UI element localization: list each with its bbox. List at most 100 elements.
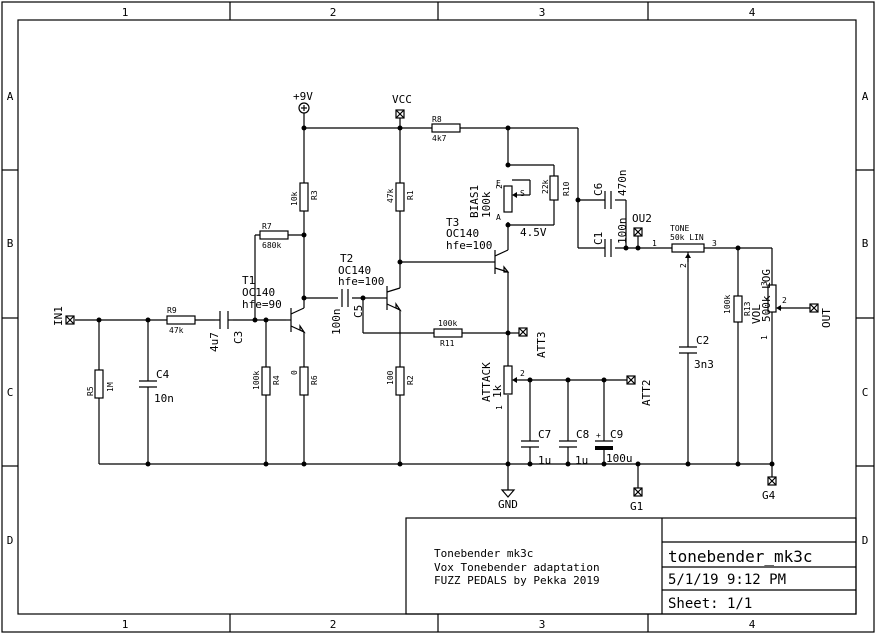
resistor-r7: R7 680k	[259, 222, 289, 250]
svg-text:4u7: 4u7	[208, 332, 221, 352]
svg-text:VCC: VCC	[392, 93, 412, 106]
svg-text:2: 2	[495, 184, 504, 189]
svg-text:10n: 10n	[154, 392, 174, 405]
svg-text:R2: R2	[406, 375, 415, 385]
svg-text:T3: T3	[446, 216, 459, 229]
svg-text:+: +	[596, 431, 601, 440]
svg-text:1: 1	[760, 335, 769, 340]
svg-text:C4: C4	[156, 368, 170, 381]
svg-text:hfe=100: hfe=100	[338, 275, 384, 288]
pad-g4: G4	[762, 476, 777, 502]
transistor-t1: T1 OC140 hfe=90	[242, 274, 306, 334]
svg-text:4.5V: 4.5V	[520, 226, 547, 239]
svg-text:3n3: 3n3	[694, 358, 714, 371]
svg-text:2: 2	[782, 296, 787, 305]
drawing-name: tonebender_mk3c	[668, 547, 813, 566]
capacitor-c3: 4u7 C3	[208, 311, 245, 352]
svg-text:R7: R7	[262, 222, 272, 231]
pot-vol: VOL 500k LOG 2 3 1	[750, 269, 787, 340]
row-label: C	[862, 386, 869, 399]
pad-ou2: OU2	[632, 212, 652, 237]
svg-text:OC140: OC140	[446, 227, 479, 240]
svg-text:4k7: 4k7	[432, 134, 447, 143]
svg-text:C9: C9	[610, 428, 623, 441]
resistor-r10: 22k R10	[541, 175, 571, 201]
title-line: Tonebender mk3c	[434, 547, 533, 560]
svg-text:R9: R9	[167, 306, 177, 315]
resistor-r3: 10k R3	[290, 182, 319, 212]
row-label: D	[7, 534, 14, 547]
col-label: 4	[749, 6, 756, 19]
svg-text:OC140: OC140	[338, 264, 371, 277]
svg-text:T2: T2	[340, 252, 353, 265]
svg-text:R3: R3	[310, 190, 319, 200]
row-label: A	[7, 90, 14, 103]
svg-text:G4: G4	[762, 489, 776, 502]
capacitor-c8: C8 1u	[559, 428, 589, 467]
col-label: 2	[330, 6, 337, 19]
svg-text:VOL: VOL	[750, 304, 763, 324]
svg-text:1M: 1M	[106, 382, 115, 392]
resistor-r11: 100k R11	[433, 319, 463, 348]
drawing-date: 5/1/19 9:12 PM	[668, 572, 786, 588]
svg-text:R1: R1	[406, 190, 415, 200]
svg-text:GND: GND	[498, 498, 518, 511]
col-label: 3	[539, 6, 546, 19]
pad-out: OUT	[809, 303, 833, 328]
col-label: 1	[122, 6, 129, 19]
svg-text:hfe=90: hfe=90	[242, 298, 282, 311]
resistor-r9: R9 47k	[166, 306, 196, 335]
svg-text:100n: 100n	[616, 218, 629, 245]
svg-text:2: 2	[679, 263, 688, 268]
svg-text:100k: 100k	[480, 191, 493, 218]
capacitor-c6: C6 470n	[592, 170, 629, 209]
capacitor-c5: 100n C5	[330, 289, 365, 335]
svg-text:ATT2: ATT2	[640, 380, 653, 407]
svg-text:1u: 1u	[575, 454, 588, 467]
svg-text:0: 0	[290, 370, 299, 375]
capacitor-c4: C4 10n	[139, 368, 174, 405]
svg-text:IN1: IN1	[52, 306, 65, 326]
svg-text:C3: C3	[232, 331, 245, 344]
col-label: 2	[330, 618, 337, 631]
resistor-r4: 100k R4	[252, 366, 281, 396]
svg-text:100n: 100n	[330, 309, 343, 336]
svg-text:1: 1	[652, 239, 657, 248]
plus9v-supply: +9V	[293, 90, 313, 114]
svg-text:C5: C5	[352, 305, 365, 318]
pad-att2: ATT2	[626, 375, 653, 407]
pad-g1: G1	[630, 487, 643, 513]
svg-text:1k: 1k	[491, 384, 504, 398]
svg-text:22k: 22k	[541, 179, 550, 194]
capacitor-c1: C1 100n	[592, 218, 629, 257]
resistor-r2: 100 R2	[386, 366, 415, 396]
pad-att3: ATT3	[508, 327, 548, 359]
svg-text:10k: 10k	[290, 191, 299, 206]
resistor-r8: R8 4k7	[431, 115, 461, 143]
svg-text:C8: C8	[576, 428, 589, 441]
svg-text:OC140: OC140	[242, 286, 275, 299]
resistor-r6: 0 R6	[290, 366, 319, 396]
svg-text:E: E	[496, 179, 501, 188]
row-label: A	[862, 90, 869, 103]
pot-bias1: BIAS1 100k 2 E A S 4.5V	[468, 179, 547, 239]
svg-text:S: S	[520, 189, 525, 198]
capacitor-c2: C2 3n3	[679, 334, 714, 371]
transistor-t2: T2 OC140 hfe=100	[338, 252, 402, 312]
svg-text:A: A	[496, 213, 501, 222]
col-label: 1	[122, 618, 129, 631]
svg-text:C6: C6	[592, 183, 605, 196]
title-line: FUZZ PEDALS by Pekka 2019	[434, 574, 600, 587]
svg-text:R10: R10	[562, 181, 571, 196]
svg-text:R8: R8	[432, 115, 442, 124]
svg-text:TONE: TONE	[670, 224, 689, 233]
vcc-supply: VCC	[392, 93, 412, 119]
svg-text:500k LOG: 500k LOG	[760, 269, 773, 322]
title-block: Tonebender mk3c Vox Tonebender adaptatio…	[405, 517, 857, 615]
col-label: 3	[539, 618, 546, 631]
svg-text:ATT3: ATT3	[535, 332, 548, 359]
svg-text:1: 1	[495, 405, 504, 410]
svg-text:T1: T1	[242, 274, 255, 287]
svg-text:100k: 100k	[252, 371, 261, 390]
